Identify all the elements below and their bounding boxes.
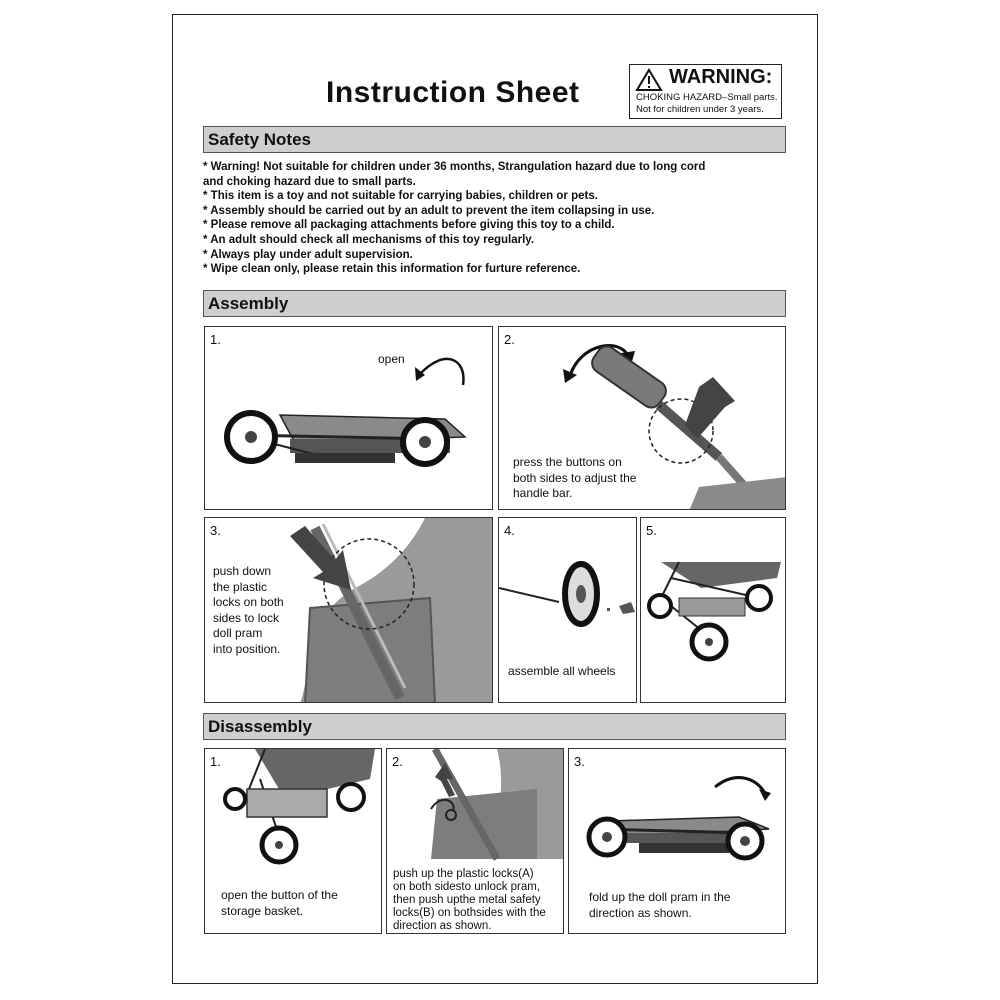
assembly-step-2-panel: 2. press the buttons on both sides to ad… bbox=[498, 326, 786, 510]
step-number: 2. bbox=[392, 754, 403, 769]
warning-line: Not for children under 3 years. bbox=[636, 104, 764, 115]
step-caption: open the button of the bbox=[221, 888, 338, 902]
assembled-pram-illustration bbox=[647, 561, 781, 662]
safety-note-line: * Warning! Not suitable for children und… bbox=[203, 161, 706, 173]
safety-note-line: * Please remove all packaging attachment… bbox=[203, 219, 615, 232]
storage-basket-illustration bbox=[223, 749, 375, 865]
warning-title: WARNING: bbox=[669, 66, 773, 88]
step-caption: storage basket. bbox=[221, 903, 304, 918]
step-caption-block: push up the plastic locks(A) on both sid… bbox=[393, 868, 546, 933]
disassembly-heading: Disassembly bbox=[203, 713, 786, 740]
step-number: 5. bbox=[646, 523, 657, 538]
step-caption: on both sidesto unlock pram, bbox=[393, 881, 541, 893]
step-caption: press the buttons on bbox=[513, 455, 622, 469]
assembly-step-1-panel: 1. open bbox=[204, 326, 493, 510]
step-caption: into position. bbox=[213, 641, 281, 656]
step-caption-block: open the button of the storage basket. bbox=[221, 888, 338, 919]
safety-note-line: * This item is a toy and not suitable fo… bbox=[203, 190, 598, 203]
safety-notes-list: * Warning! Not suitable for children und… bbox=[203, 160, 788, 277]
step-caption: sides to lock bbox=[213, 610, 280, 625]
safety-note-line: * Always play under adult supervision. bbox=[203, 248, 413, 261]
fold-pram-illustration bbox=[586, 776, 771, 861]
assembly-step-4-panel: 4. assemble all wheels bbox=[498, 517, 637, 703]
step-number: 3. bbox=[574, 754, 585, 769]
step-caption: both sides to adjust the bbox=[513, 470, 637, 485]
safety-notes-heading: Safety Notes bbox=[203, 126, 786, 153]
step-caption: handle bar. bbox=[513, 486, 573, 500]
assembly-step-3-panel: 3. push down the plastic locks on both s… bbox=[204, 517, 493, 703]
page-title: Instruction Sheet bbox=[326, 76, 580, 109]
safety-note-line: * Wipe clean only, please retain this in… bbox=[203, 263, 581, 276]
step-caption: push down bbox=[213, 564, 272, 578]
step-number: 3. bbox=[210, 523, 221, 538]
step-caption: direction as shown. bbox=[589, 905, 692, 920]
step-number: 4. bbox=[504, 523, 515, 538]
step-caption: fold up the doll pram in the bbox=[589, 890, 731, 904]
step-caption: then push upthe metal safety bbox=[393, 894, 541, 906]
step-caption-block: push down the plastic locks on both side… bbox=[213, 564, 284, 657]
step-number: 1. bbox=[210, 754, 221, 769]
disassembly-step-1-panel: 1. open the button of the storage basket… bbox=[204, 748, 382, 934]
step-caption: locks(B) on bothsides with the bbox=[393, 907, 546, 919]
step-number: 1. bbox=[210, 332, 221, 347]
warning-box: WARNING: CHOKING HAZARD–Small parts. Not… bbox=[629, 64, 782, 119]
safety-note-line: * An adult should check all mechanisms o… bbox=[203, 233, 535, 246]
warning-triangle-icon bbox=[635, 68, 663, 91]
safety-note-line: and choking hazard due to small parts. bbox=[203, 175, 416, 188]
step-number: 2. bbox=[504, 332, 515, 347]
wheel-assembly-illustration bbox=[499, 561, 635, 627]
disassembly-step-2-panel: 2. push up the plastic locks(A) on both … bbox=[386, 748, 564, 934]
step-caption: direction as shown. bbox=[393, 920, 492, 932]
step-caption: assemble all wheels bbox=[508, 664, 616, 678]
step-caption: locks on both bbox=[213, 595, 284, 609]
step-caption: the plastic bbox=[213, 579, 268, 594]
step-caption-block: fold up the doll pram in the direction a… bbox=[589, 890, 730, 921]
step-caption: open bbox=[378, 352, 405, 366]
step-caption-block: press the buttons on both sides to adjus… bbox=[513, 455, 636, 502]
assembly-step-5-panel: 5. bbox=[640, 517, 786, 703]
folded-pram-illustration bbox=[224, 357, 467, 467]
step-caption: push up the plastic locks(A) bbox=[393, 868, 534, 880]
warning-line: CHOKING HAZARD–Small parts. bbox=[636, 92, 778, 103]
lock-pram-illustration bbox=[290, 518, 492, 702]
handle-adjust-illustration bbox=[563, 344, 785, 509]
safety-note-line: * Assembly should be carried out by an a… bbox=[203, 204, 655, 217]
unlock-pram-illustration bbox=[430, 749, 563, 861]
assembly-heading: Assembly bbox=[203, 290, 786, 317]
step-caption: doll pram bbox=[213, 626, 263, 640]
disassembly-step-3-panel: 3. fold up the doll pram in the directio… bbox=[568, 748, 786, 934]
